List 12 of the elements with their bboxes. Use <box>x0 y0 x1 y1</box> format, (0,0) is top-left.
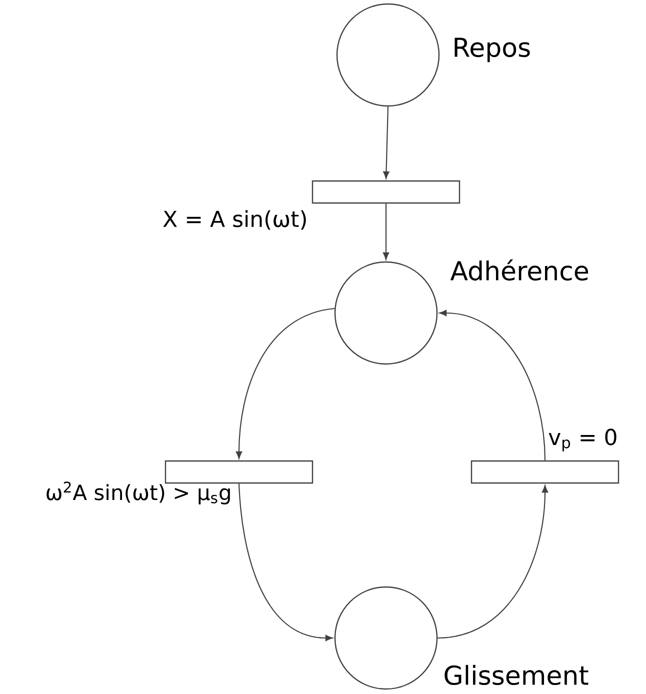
state-label: Repos <box>454 38 530 62</box>
arrow <box>238 484 333 642</box>
arrow <box>438 485 548 639</box>
state-label: Glissement <box>444 664 588 686</box>
arrow <box>382 204 390 260</box>
arrow <box>236 308 335 459</box>
arrow <box>383 106 390 179</box>
state-label: Adhérence <box>450 259 588 281</box>
arrow <box>439 310 546 460</box>
condition-label: X = A sin(ωt) <box>163 210 306 230</box>
condition-label: ω$^{2}$A sin(ωt) > μ$_{s}$g <box>46 482 230 504</box>
condition-label: v$_{p}$ = 0 <box>548 428 616 452</box>
